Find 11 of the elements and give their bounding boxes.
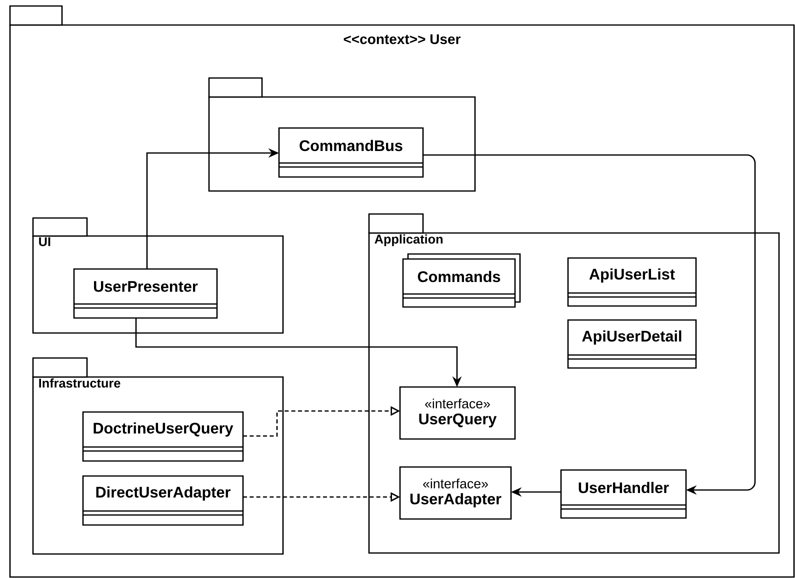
class-box: ApiUserList bbox=[567, 257, 697, 307]
class-box: CommandBus bbox=[278, 127, 424, 178]
interface-box: «interface» UserQuery bbox=[399, 386, 516, 440]
class-box: DirectUserAdapter bbox=[82, 475, 244, 526]
class-stack: Commands bbox=[402, 253, 521, 308]
class-box: ApiUserDetail bbox=[567, 319, 697, 369]
class-box: UserHandler bbox=[560, 469, 687, 519]
class-box: DoctrineUserQuery bbox=[82, 411, 244, 462]
arrow bbox=[423, 154, 756, 495]
class-box: UserPresenter bbox=[73, 268, 218, 319]
interface-box: «interface» UserAdapter bbox=[399, 466, 512, 520]
